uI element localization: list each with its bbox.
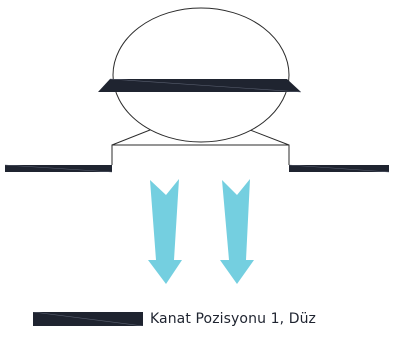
airflow-arrow-left: [148, 179, 182, 284]
legend: Kanat Pozisyonu 1, Düz: [33, 309, 316, 329]
ceiling-right: [288, 164, 390, 173]
legend-blade-swatch: [33, 312, 143, 326]
legend-label: Kanat Pozisyonu 1, Düz: [150, 311, 317, 327]
fan-blade: [98, 78, 302, 93]
airflow-arrow-right: [220, 179, 254, 284]
ceiling-opening: [111, 144, 290, 165]
ceiling-left: [4, 164, 113, 173]
fan-housing: [112, 7, 290, 143]
